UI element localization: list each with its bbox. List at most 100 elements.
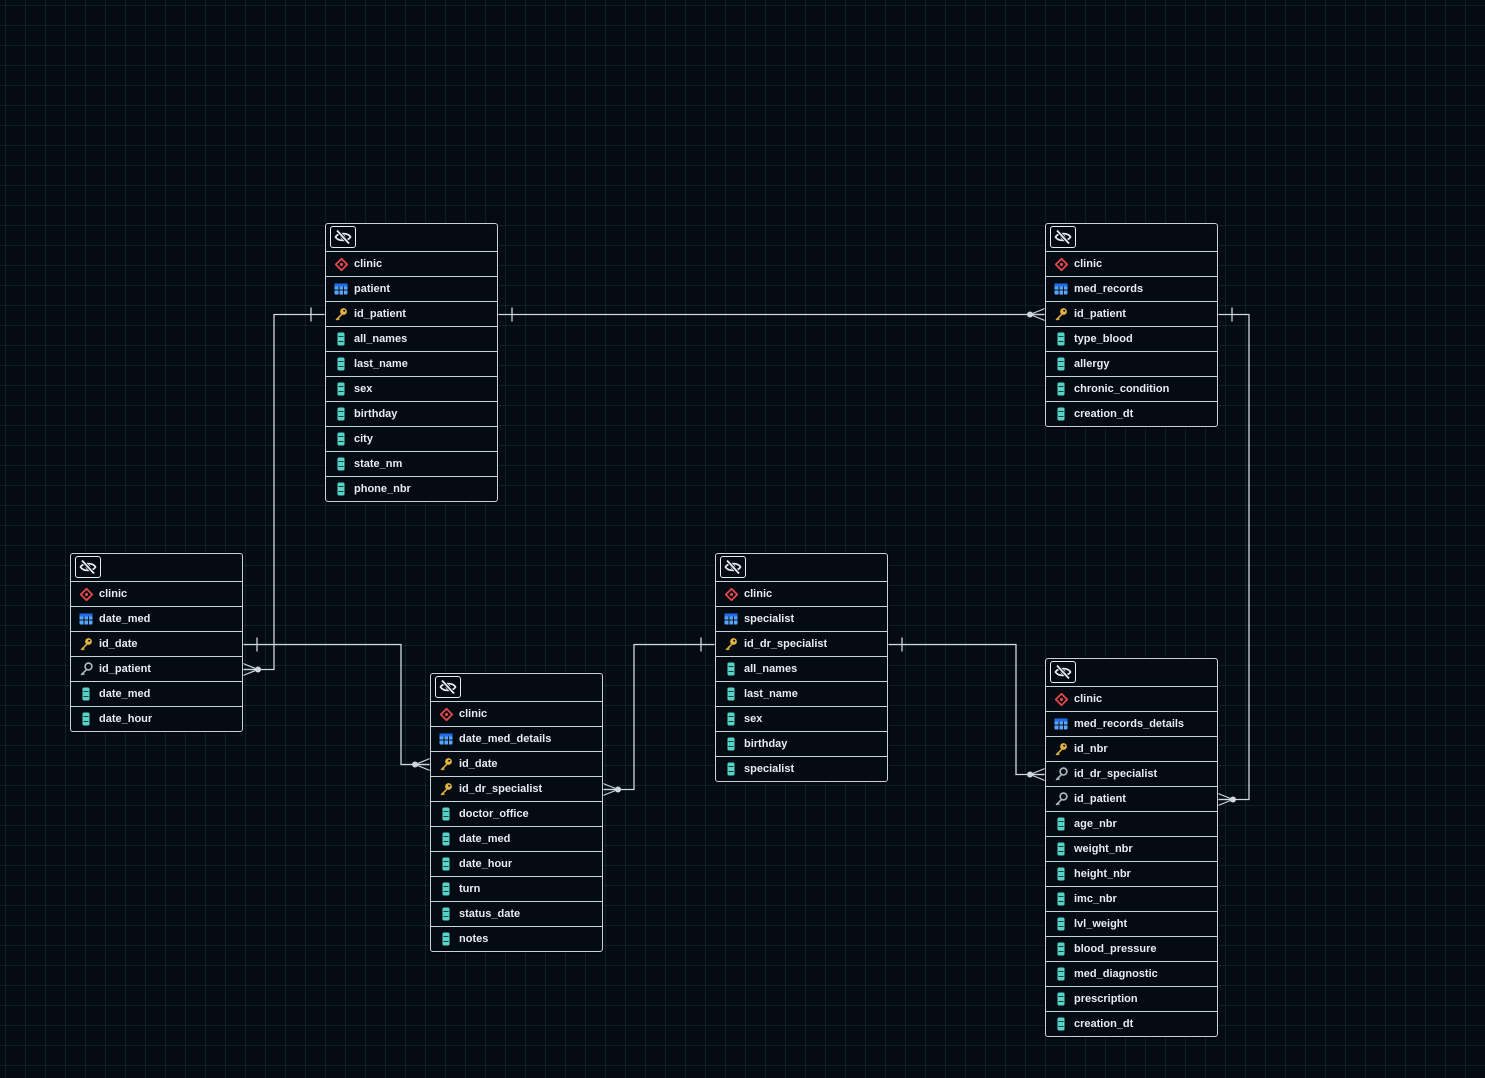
- column-icon: [439, 932, 453, 946]
- column-last-name-label: last_name: [354, 358, 408, 370]
- column-date-med[interactable]: date_med: [71, 682, 242, 707]
- eye-off-icon[interactable]: [435, 676, 461, 698]
- column-id-patient[interactable]: id_patient: [326, 302, 497, 327]
- relation-specialist-date-med-details[interactable]: [603, 643, 715, 791]
- column-age-nbr[interactable]: age_nbr: [1046, 812, 1217, 837]
- column-med-diagnostic[interactable]: med_diagnostic: [1046, 962, 1217, 987]
- column-all-names[interactable]: all_names: [326, 327, 497, 352]
- column-creation-dt[interactable]: creation_dt: [1046, 1012, 1217, 1036]
- column-turn[interactable]: turn: [431, 877, 602, 902]
- schema-row[interactable]: clinic: [431, 702, 602, 727]
- column-last-name[interactable]: last_name: [716, 682, 887, 707]
- schema-row[interactable]: clinic: [1046, 252, 1217, 277]
- table-name-row[interactable]: med_records: [1046, 277, 1217, 302]
- column-city-label: city: [354, 433, 373, 445]
- column-blood-pressure[interactable]: blood_pressure: [1046, 937, 1217, 962]
- column-imc-nbr-label: imc_nbr: [1074, 893, 1117, 905]
- column-icon: [334, 482, 348, 496]
- column-id-nbr[interactable]: id_nbr: [1046, 737, 1217, 762]
- column-id-date-label: id_date: [459, 758, 498, 770]
- column-sex[interactable]: sex: [326, 377, 497, 402]
- relation-patient-date-med[interactable]: [243, 313, 325, 671]
- column-date-med[interactable]: date_med: [431, 827, 602, 852]
- column-chronic-condition[interactable]: chronic_condition: [1046, 377, 1217, 402]
- table-icon: [79, 612, 93, 626]
- column-status-date[interactable]: status_date: [431, 902, 602, 927]
- eye-off-icon[interactable]: [1050, 226, 1076, 248]
- column-weight-nbr[interactable]: weight_nbr: [1046, 837, 1217, 862]
- column-specialist[interactable]: specialist: [716, 757, 887, 781]
- column-date-hour-label: date_hour: [459, 858, 513, 870]
- table-icon: [724, 612, 738, 626]
- column-lvl-weight[interactable]: lvl_weight: [1046, 912, 1217, 937]
- column-icon: [1054, 867, 1068, 881]
- relation-specialist-med-records-details[interactable]: [888, 643, 1045, 776]
- column-id-patient[interactable]: id_patient: [1046, 302, 1217, 327]
- column-creation-dt[interactable]: creation_dt: [1046, 402, 1217, 426]
- table-icon: [334, 282, 348, 296]
- key-icon: [1054, 742, 1068, 756]
- schema-row-label: clinic: [1074, 693, 1103, 705]
- column-imc-nbr[interactable]: imc_nbr: [1046, 887, 1217, 912]
- column-height-nbr[interactable]: height_nbr: [1046, 862, 1217, 887]
- eye-off-icon[interactable]: [75, 556, 101, 578]
- column-id-date[interactable]: id_date: [431, 752, 602, 777]
- relation-med-records-details[interactable]: [1218, 313, 1250, 801]
- column-birthday[interactable]: birthday: [716, 732, 887, 757]
- schema-row[interactable]: clinic: [1046, 687, 1217, 712]
- column-date-hour[interactable]: date_hour: [431, 852, 602, 877]
- relation-date-med-details[interactable]: [243, 643, 430, 766]
- column-city[interactable]: city: [326, 427, 497, 452]
- column-notes[interactable]: notes: [431, 927, 602, 951]
- column-all-names[interactable]: all_names: [716, 657, 887, 682]
- table-name-row-label: date_med_details: [459, 733, 552, 745]
- table-name-row[interactable]: specialist: [716, 607, 887, 632]
- column-state-nm[interactable]: state_nm: [326, 452, 497, 477]
- column-all-names-label: all_names: [354, 333, 408, 345]
- foreign-key-icon: [1054, 792, 1068, 806]
- schema-diamond-icon: [439, 707, 453, 721]
- column-type-blood[interactable]: type_blood: [1046, 327, 1217, 352]
- column-sex[interactable]: sex: [716, 707, 887, 732]
- column-icon: [1054, 967, 1068, 981]
- column-id-dr-specialist[interactable]: id_dr_specialist: [431, 777, 602, 802]
- column-turn-label: turn: [459, 883, 481, 895]
- column-phone-nbr[interactable]: phone_nbr: [326, 477, 497, 501]
- eye-off-icon[interactable]: [720, 556, 746, 578]
- schema-row[interactable]: clinic: [326, 252, 497, 277]
- schema-row[interactable]: clinic: [71, 582, 242, 607]
- column-allergy[interactable]: allergy: [1046, 352, 1217, 377]
- table-name-row[interactable]: date_med: [71, 607, 242, 632]
- column-prescription[interactable]: prescription: [1046, 987, 1217, 1012]
- many-marker: [1027, 307, 1046, 322]
- column-id-patient[interactable]: id_patient: [1046, 787, 1217, 812]
- eye-off-icon[interactable]: [330, 226, 356, 248]
- column-id-patient[interactable]: id_patient: [71, 657, 242, 682]
- column-icon: [79, 687, 93, 701]
- key-icon: [439, 757, 453, 771]
- column-date-hour[interactable]: date_hour: [71, 707, 242, 731]
- column-id-dr-specialist[interactable]: id_dr_specialist: [1046, 762, 1217, 787]
- column-id-date[interactable]: id_date: [71, 632, 242, 657]
- schema-diamond-icon: [724, 587, 738, 601]
- column-icon: [724, 712, 738, 726]
- table-date-med-details[interactable]: clinic date_med_details id_date id_dr_speci…: [430, 673, 603, 952]
- eye-off-icon[interactable]: [1050, 661, 1076, 683]
- column-birthday[interactable]: birthday: [326, 402, 497, 427]
- column-id-dr-specialist-label: id_dr_specialist: [459, 783, 543, 795]
- table-name-row[interactable]: patient: [326, 277, 497, 302]
- column-doctor-office[interactable]: doctor_office: [431, 802, 602, 827]
- column-creation-dt-label: creation_dt: [1074, 408, 1134, 420]
- table-name-row[interactable]: med_records_details: [1046, 712, 1217, 737]
- column-last-name[interactable]: last_name: [326, 352, 497, 377]
- column-last-name-label: last_name: [744, 688, 798, 700]
- table-name-row[interactable]: date_med_details: [431, 727, 602, 752]
- schema-row[interactable]: clinic: [716, 582, 887, 607]
- column-id-dr-specialist[interactable]: id_dr_specialist: [716, 632, 887, 657]
